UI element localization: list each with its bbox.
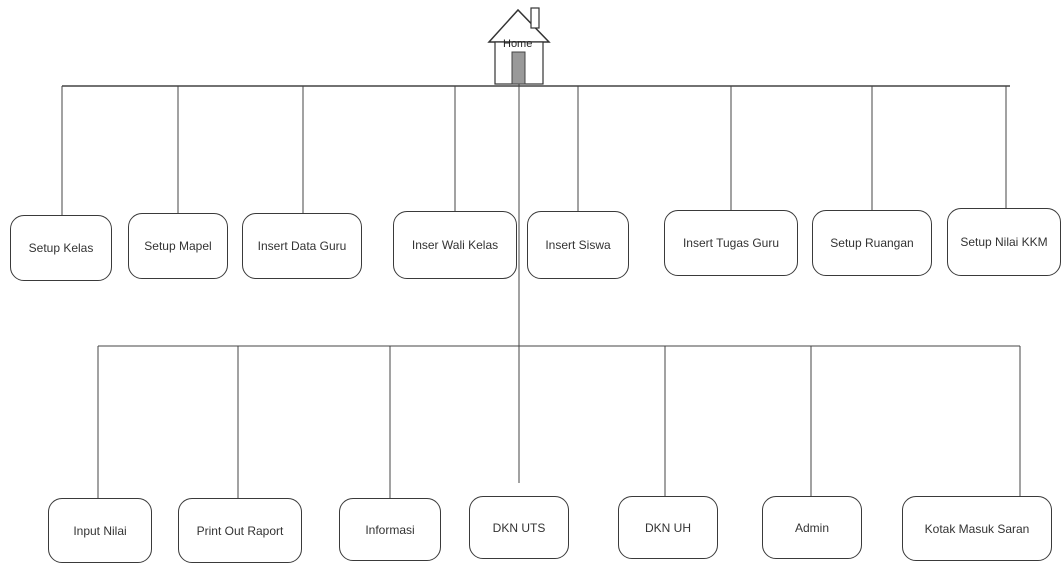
menu-setup-mapel[interactable]: Setup Mapel bbox=[128, 213, 228, 279]
menu-dkn-uts[interactable]: DKN UTS bbox=[469, 496, 569, 559]
menu-inser-wali-kelas[interactable]: Inser Wali Kelas bbox=[393, 211, 517, 279]
menu-insert-data-guru[interactable]: Insert Data Guru bbox=[242, 213, 362, 279]
home-house-icon bbox=[487, 7, 551, 85]
menu-input-nilai[interactable]: Input Nilai bbox=[48, 498, 152, 563]
menu-setup-ruangan[interactable]: Setup Ruangan bbox=[812, 210, 932, 276]
home-label[interactable]: Home bbox=[503, 38, 533, 50]
menu-setup-kelas[interactable]: Setup Kelas bbox=[10, 215, 112, 281]
menu-dkn-uh[interactable]: DKN UH bbox=[618, 496, 718, 559]
menu-kotak-masuk-saran[interactable]: Kotak Masuk Saran bbox=[902, 496, 1052, 561]
menu-insert-tugas-guru[interactable]: Insert Tugas Guru bbox=[664, 210, 798, 276]
menu-insert-siswa[interactable]: Insert Siswa bbox=[527, 211, 629, 279]
menu-informasi[interactable]: Informasi bbox=[339, 498, 441, 561]
menu-setup-nilai-kkm[interactable]: Setup Nilai KKM bbox=[947, 208, 1061, 276]
menu-print-out-raport[interactable]: Print Out Raport bbox=[178, 498, 302, 563]
menu-admin[interactable]: Admin bbox=[762, 496, 862, 559]
